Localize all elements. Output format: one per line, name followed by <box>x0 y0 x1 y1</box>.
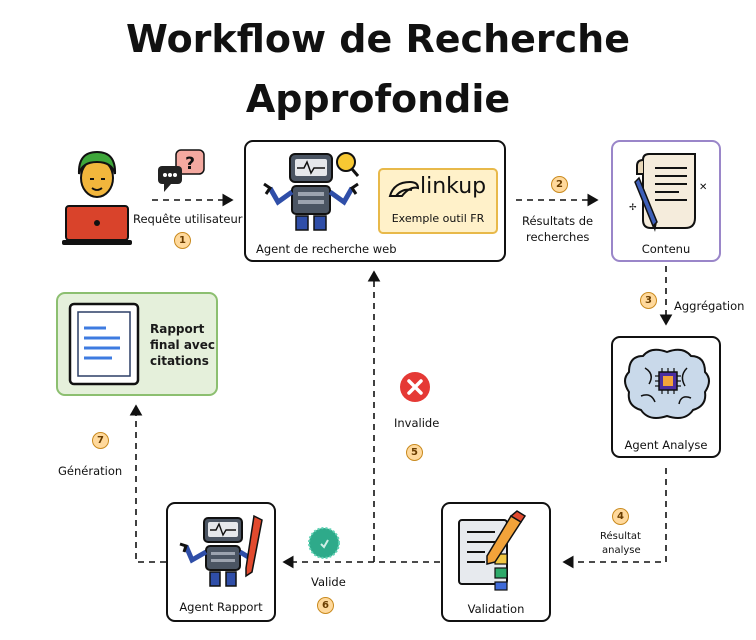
step-badge-6: 6 <box>317 597 334 614</box>
edge2-label-line1: Résultats de <box>522 214 594 228</box>
robot-icon <box>263 152 360 231</box>
edge1-label: Requête utilisateur <box>133 212 243 226</box>
analysis-agent-node: Agent Analyse <box>611 336 721 458</box>
invalid-x-icon <box>400 372 430 402</box>
step-badge-4: 4 <box>612 508 629 525</box>
edge-analysis-to-validation <box>562 468 667 569</box>
paper-scroll-icon: ✕ ✢ <box>629 153 707 232</box>
content-node: ✕ ✢ Contenu <box>611 140 721 262</box>
edge5-label: Invalide <box>394 416 440 430</box>
linkup-logo-text: linkup <box>420 174 487 199</box>
svg-text:✕: ✕ <box>699 182 707 193</box>
document-icon <box>68 302 140 386</box>
user-laptop-icon <box>62 150 132 245</box>
linkup-tool-card: linkup Exemple outil FR <box>378 168 498 234</box>
final-report-label-line3: citations <box>150 354 209 368</box>
search-agent-label: Agent de recherche web <box>256 242 397 256</box>
linkup-logo-icon <box>388 180 420 197</box>
step-badge-7: 7 <box>92 432 109 449</box>
svg-text:?: ? <box>185 154 195 174</box>
analysis-agent-label: Agent Analyse <box>624 438 708 452</box>
svg-text:✢: ✢ <box>629 203 637 213</box>
page-title-line2: Approfondie <box>245 77 511 121</box>
valid-check-icon <box>308 527 340 559</box>
edge4-label-line1: Résultat <box>600 531 641 542</box>
step-badge-3: 3 <box>640 292 657 309</box>
chat-question-icon: ? <box>158 149 205 192</box>
report-agent-label: Agent Rapport <box>179 600 263 614</box>
edge-report-to-final <box>129 404 166 563</box>
final-report-label-line2: final avec <box>150 338 215 352</box>
brain-chip-icon <box>624 348 710 419</box>
edge7-label: Génération <box>58 464 123 478</box>
validation-node: Validation <box>441 502 551 622</box>
edge3-label: Aggrégation <box>674 299 745 313</box>
linkup-caption: Exemple outil FR <box>391 212 485 225</box>
checklist-pencil-icon <box>458 510 527 591</box>
step-badge-1: 1 <box>174 232 191 249</box>
search-agent-node: linkup Exemple outil FR Agent de recherc… <box>244 140 506 262</box>
robot-pencil-icon <box>179 514 263 587</box>
step-badge-5: 5 <box>406 444 423 461</box>
final-report-label-line1: Rapport <box>150 322 205 336</box>
content-label: Contenu <box>641 242 691 256</box>
step-badge-2: 2 <box>551 176 568 193</box>
final-report-node: Rapport final avec citations <box>56 292 218 396</box>
edge2-label-line2: recherches <box>526 230 590 244</box>
page-title-line1: Workflow de Recherche <box>126 17 630 61</box>
edge6-label: Valide <box>311 575 346 589</box>
validation-label: Validation <box>467 602 525 616</box>
edge4-label-line2: analyse <box>602 545 641 556</box>
report-agent-node: Agent Rapport <box>166 502 276 622</box>
